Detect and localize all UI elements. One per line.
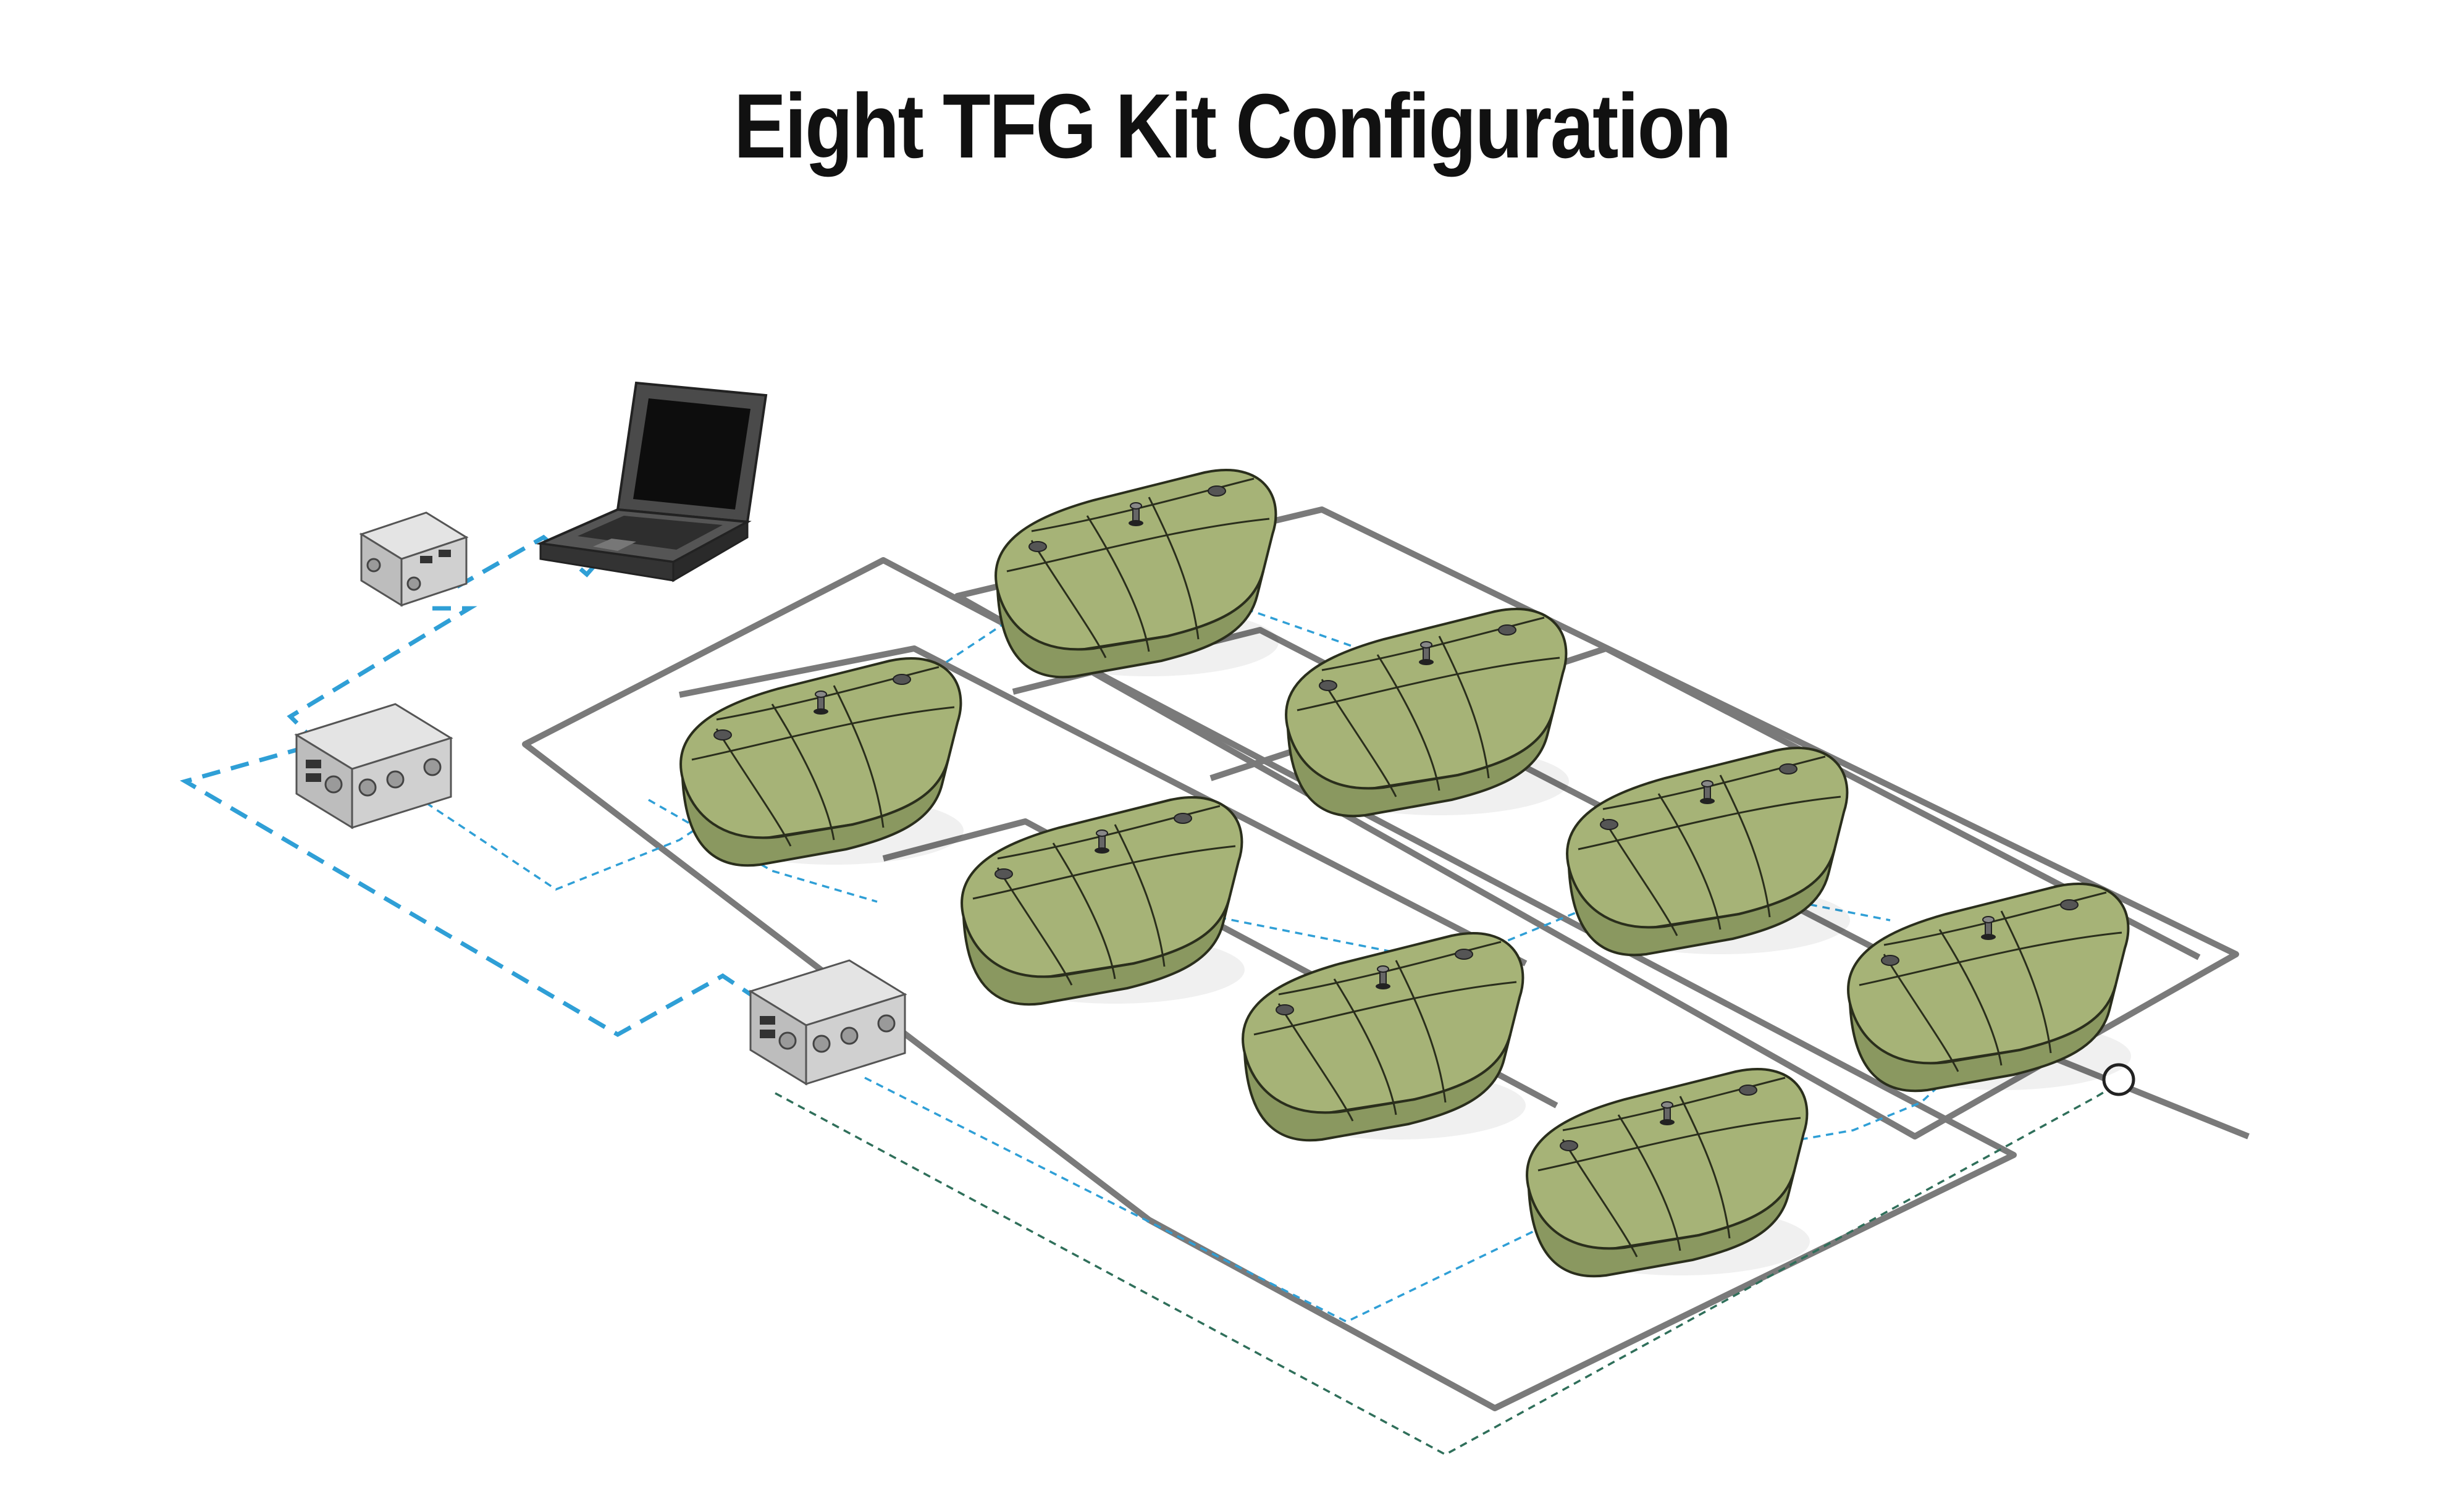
- tank-2-icon: [679, 657, 965, 867]
- tank-3-icon: [1285, 608, 1570, 818]
- tank-5-icon: [1566, 747, 1851, 957]
- ground-link: [775, 1086, 2113, 1456]
- junction-box-small-icon: [360, 511, 468, 607]
- tank-7-icon: [1847, 883, 2132, 1093]
- tank-1-icon: [994, 469, 1280, 679]
- rugged-laptop-icon: [536, 381, 768, 582]
- junction-box-icon: [749, 959, 906, 1085]
- comm-links-primary: [180, 523, 761, 1038]
- diagram-title: Eight TFG Kit Configuration: [734, 75, 1732, 177]
- junction-box-icon: [295, 703, 452, 829]
- tank-8-icon: [1526, 1068, 1811, 1278]
